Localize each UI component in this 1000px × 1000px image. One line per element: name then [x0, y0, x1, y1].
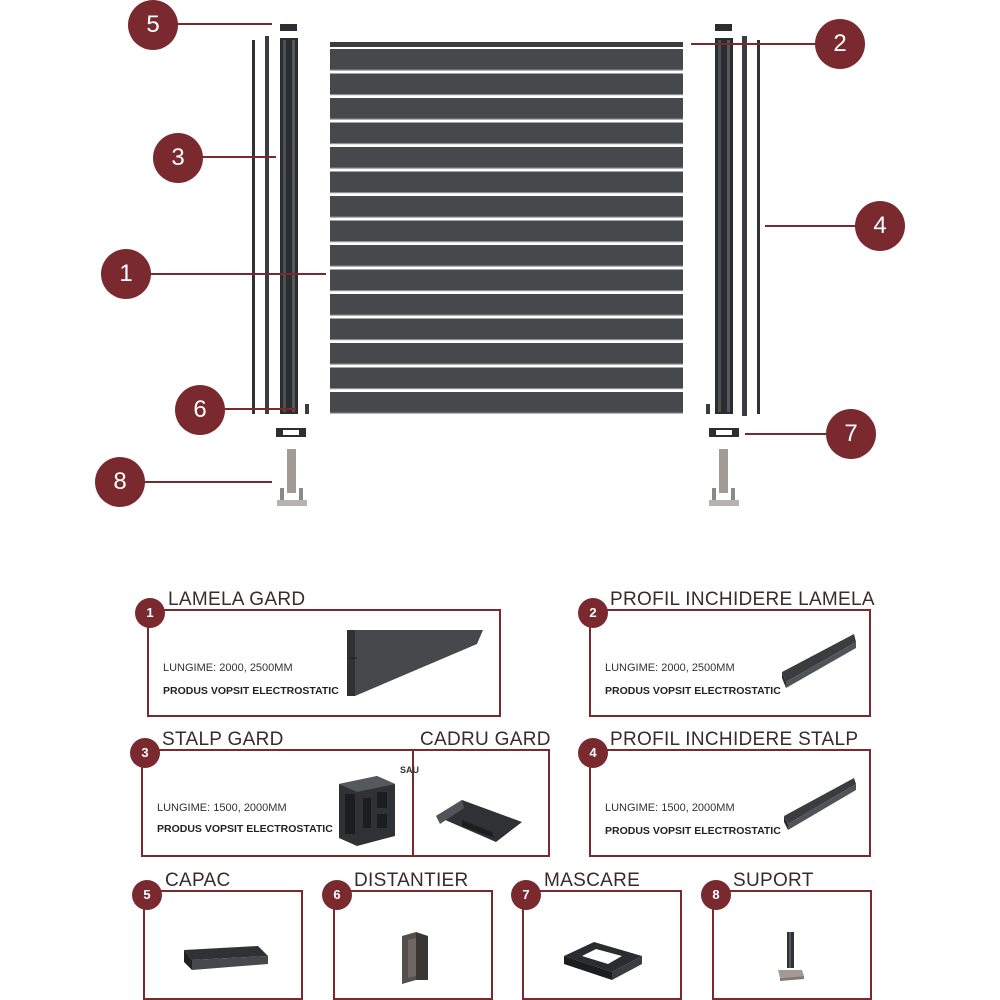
- lamela-slat-image: [347, 630, 483, 696]
- fence-slat: [330, 171, 683, 192]
- right-mask-plate: [709, 428, 739, 437]
- spacer-image: [402, 932, 428, 984]
- left-post-assembly: [252, 24, 309, 414]
- fence-slat: [330, 392, 683, 413]
- slat-gap-highlight: [330, 241, 683, 243]
- card-capac: [143, 890, 303, 1000]
- spec-length-3: LUNGIME: 1500, 2000MM: [157, 802, 287, 814]
- badge-5: 5: [132, 880, 162, 910]
- card-profil-inchidere-stalp: [589, 749, 871, 857]
- right-cap: [715, 24, 732, 31]
- frame-profile-image: [436, 800, 522, 842]
- top-closing-profile: [330, 42, 683, 47]
- exploded-fence-diagram: [144, 23, 856, 506]
- spec-length-1: LUNGIME: 2000, 2500MM: [163, 662, 293, 674]
- badge-3: 3: [130, 738, 160, 768]
- callout-6: 6: [175, 385, 225, 435]
- slat-gap-highlight: [330, 167, 683, 169]
- callout-4: 4: [855, 201, 905, 251]
- fence-slat: [330, 73, 683, 94]
- spec-finish-2: PRODUS VOPSIT ELECTROSTATIC: [605, 685, 781, 697]
- left-cap: [280, 24, 297, 31]
- callout-1: 1: [101, 249, 151, 299]
- callout-8: 8: [95, 457, 145, 507]
- card-title-cadru-gard: CADRU GARD: [420, 729, 551, 750]
- badge-8: 8: [701, 880, 731, 910]
- slat-gap-highlight: [330, 363, 683, 365]
- slat-gap-highlight: [330, 412, 683, 414]
- callout-7: 7: [826, 409, 876, 459]
- fence-slat: [330, 122, 683, 143]
- right-support: [709, 449, 739, 506]
- spec-finish-4: PRODUS VOPSIT ELECTROSTATIC: [605, 825, 781, 837]
- card-3-divider: [412, 749, 414, 857]
- card-title-capac: CAPAC: [165, 870, 231, 891]
- left-support: [277, 449, 307, 506]
- support-image: [778, 932, 804, 981]
- sau-label: SAU: [400, 765, 420, 775]
- badge-1: 1: [135, 598, 165, 628]
- spec-length-4: LUNGIME: 1500, 2000MM: [605, 802, 735, 814]
- badge-4: 4: [578, 738, 608, 768]
- slat-gap-highlight: [330, 265, 683, 267]
- fence-slat: [330, 318, 683, 339]
- lamela-closing-profile-image: [782, 634, 856, 688]
- slat-gap-highlight: [330, 118, 683, 120]
- card-title-stalp-gard: STALP GARD: [162, 729, 284, 750]
- fence-slat: [330, 294, 683, 315]
- mask-plate-image: [564, 942, 642, 980]
- fence-slat: [330, 220, 683, 241]
- badge-2: 2: [578, 598, 608, 628]
- slat-gap-highlight: [330, 69, 683, 71]
- badge-7: 7: [511, 880, 541, 910]
- fence-slats: [330, 49, 683, 414]
- spec-length-2: LUNGIME: 2000, 2500MM: [605, 662, 735, 674]
- post-closing-profile-image: [784, 778, 856, 830]
- left-mask-plate: [276, 428, 306, 437]
- leader-lines: [144, 23, 856, 483]
- slat-gap-highlight: [330, 339, 683, 341]
- card-title-profil-inchidere-stalp: PROFIL INCHIDERE STALP: [610, 729, 859, 750]
- callout-3: 3: [153, 133, 203, 183]
- fence-slat: [330, 367, 683, 388]
- card-title-distantier: DISTANTIER: [354, 870, 469, 891]
- slat-gap-highlight: [330, 314, 683, 316]
- card-lamela-gard: [147, 609, 501, 717]
- slat-gap-highlight: [330, 94, 683, 96]
- slat-gap-highlight: [330, 216, 683, 218]
- right-spacer: [706, 404, 710, 414]
- callout-2: 2: [815, 19, 865, 69]
- fence-slat: [330, 343, 683, 364]
- right-post-assembly: [706, 24, 760, 416]
- card-title-mascare: MASCARE: [544, 870, 641, 891]
- slat-gap-highlight: [330, 143, 683, 145]
- card-title-suport: SUPORT: [733, 870, 814, 891]
- post-profile-image: [339, 776, 395, 846]
- slat-gap-highlight: [330, 192, 683, 194]
- card-title-profil-inchidere-lamela: PROFIL INCHIDERE LAMELA: [610, 589, 875, 610]
- callout-5: 5: [128, 0, 178, 50]
- fence-slat: [330, 49, 683, 70]
- spec-finish-1: PRODUS VOPSIT ELECTROSTATIC: [163, 685, 339, 697]
- badge-6: 6: [322, 880, 352, 910]
- fence-slat: [330, 147, 683, 168]
- card-title-lamela-gard: LAMELA GARD: [168, 589, 306, 610]
- fence-slat: [330, 245, 683, 266]
- spec-finish-3: PRODUS VOPSIT ELECTROSTATIC: [157, 823, 333, 835]
- fence-slat: [330, 98, 683, 119]
- fence-slat: [330, 269, 683, 290]
- cap-image: [184, 946, 268, 970]
- fence-slat: [330, 196, 683, 217]
- slat-gap-highlight: [330, 290, 683, 292]
- slat-gap-highlight: [330, 388, 683, 390]
- left-spacer: [305, 404, 309, 414]
